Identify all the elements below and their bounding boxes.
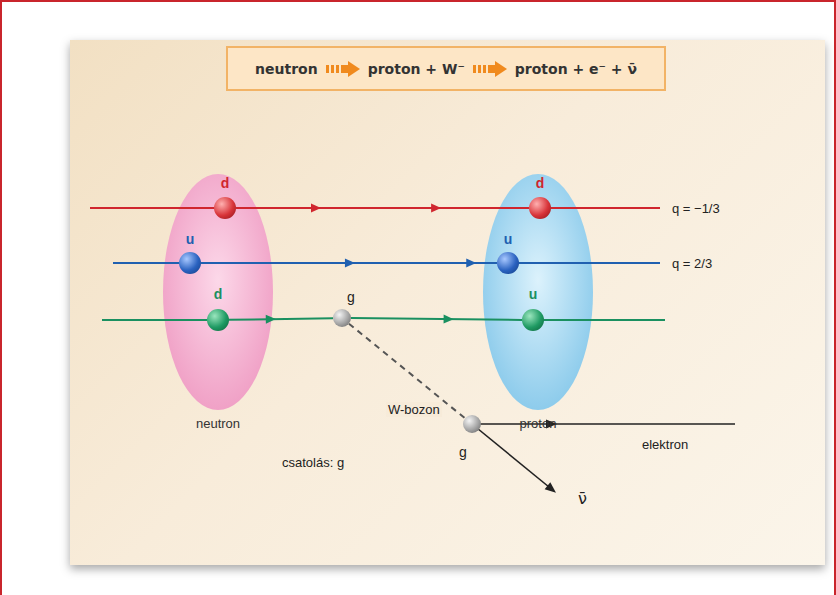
arrow-head bbox=[345, 259, 355, 268]
arrow-icon-part bbox=[336, 65, 339, 73]
charge-label: q = −1/3 bbox=[672, 201, 720, 216]
equation-term: neutron bbox=[255, 61, 318, 77]
arrow-icon-part bbox=[341, 65, 349, 73]
quark: u bbox=[179, 252, 201, 274]
quark-line bbox=[508, 262, 660, 264]
particle-name: proton bbox=[520, 416, 557, 431]
arrow-icon-part bbox=[326, 65, 329, 73]
connector-line bbox=[236, 207, 529, 209]
particle-name: neutron bbox=[196, 416, 240, 431]
proton-shape: protonduu bbox=[483, 174, 593, 410]
equation-box: neutron proton + W⁻ proton + e⁻ + ν̄ bbox=[226, 46, 666, 91]
particle-label: elektron bbox=[642, 437, 688, 452]
quark-label: d bbox=[214, 286, 223, 302]
arrow-icon-part bbox=[478, 65, 481, 73]
quark-line bbox=[533, 319, 665, 321]
quark: d bbox=[214, 197, 236, 219]
vertex-label: g bbox=[347, 289, 355, 305]
equation-term: proton + e⁻ + ν̄ bbox=[515, 61, 637, 77]
quark-label: d bbox=[536, 175, 545, 191]
connector-line bbox=[349, 324, 465, 419]
quark-line bbox=[236, 204, 529, 213]
vertex: g bbox=[333, 309, 351, 327]
arrow-head bbox=[311, 204, 321, 213]
arrow-icon bbox=[326, 61, 360, 77]
particle-label: ν̄ bbox=[578, 489, 587, 508]
boson-propagator bbox=[349, 324, 465, 419]
arrow-head bbox=[545, 482, 556, 493]
arrow-icon-part bbox=[488, 65, 496, 73]
quark: u bbox=[522, 309, 544, 331]
quark-label: d bbox=[221, 175, 230, 191]
vertex: g bbox=[463, 415, 481, 433]
arrow-icon bbox=[473, 61, 507, 77]
arrow-icon-part bbox=[495, 61, 507, 77]
quark-line bbox=[90, 207, 225, 209]
quark-label: u bbox=[504, 231, 513, 247]
quark: d bbox=[207, 309, 229, 331]
neutron-shape: neutrondud bbox=[163, 174, 273, 410]
boson-label: W-bozon bbox=[386, 402, 442, 417]
equation-term: proton + W⁻ bbox=[368, 61, 465, 77]
arrow-icon-part bbox=[331, 65, 334, 73]
arrow-icon-part bbox=[473, 65, 476, 73]
quark-label: u bbox=[186, 231, 195, 247]
coupling-label: csatolás: g bbox=[282, 455, 344, 470]
ellipse-fill bbox=[483, 174, 593, 410]
vertex-label: g bbox=[459, 444, 467, 460]
electron-line bbox=[472, 423, 735, 425]
charge-label: q = 2/3 bbox=[672, 256, 712, 271]
antineutrino-line bbox=[472, 424, 549, 487]
quark-label: u bbox=[529, 286, 538, 302]
quark: u bbox=[497, 252, 519, 274]
quark-line bbox=[540, 207, 660, 209]
arrow-icon-part bbox=[483, 65, 486, 73]
quark: d bbox=[529, 197, 551, 219]
quark-line bbox=[102, 319, 218, 321]
ellipse-fill bbox=[163, 174, 273, 410]
arrow-head bbox=[444, 315, 454, 324]
arrow-head bbox=[431, 204, 441, 213]
arrow-icon-part bbox=[348, 61, 360, 77]
arrow-head bbox=[466, 259, 476, 268]
